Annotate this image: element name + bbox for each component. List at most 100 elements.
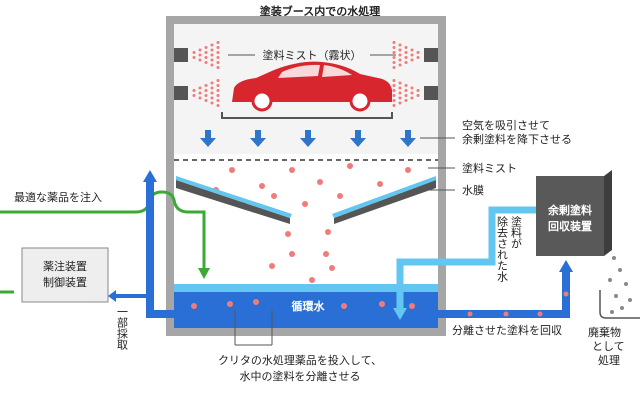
left-sloped-plate bbox=[176, 176, 292, 224]
tank-dot bbox=[227, 301, 233, 307]
falling-mist-dot bbox=[337, 193, 343, 199]
tank-dot bbox=[409, 303, 415, 309]
tank-dot bbox=[379, 301, 385, 307]
spray-dot bbox=[404, 61, 408, 64]
tank-dot bbox=[191, 303, 197, 309]
spray-dot bbox=[204, 56, 208, 59]
spray-dot bbox=[392, 46, 396, 49]
spray-dot bbox=[392, 51, 396, 54]
tank-paint-dots bbox=[191, 299, 415, 309]
waste-dot bbox=[608, 278, 612, 282]
spray-dot bbox=[410, 48, 414, 52]
spray-dot bbox=[210, 86, 214, 90]
spray-dot bbox=[398, 53, 402, 57]
label-partial-sample: 一部採取 bbox=[116, 306, 129, 351]
spray-dot bbox=[404, 51, 408, 54]
pipe-paint-dots bbox=[467, 291, 569, 317]
label-controller-2: 制御装置 bbox=[43, 275, 87, 289]
spray-dot bbox=[198, 53, 202, 57]
tank-dot bbox=[253, 299, 259, 305]
spray-dot bbox=[410, 86, 414, 90]
pipe-dot bbox=[537, 311, 543, 317]
spray-dot bbox=[216, 61, 220, 64]
spray-dot bbox=[216, 84, 220, 87]
spray-dot bbox=[216, 41, 220, 44]
pipe-dot bbox=[467, 311, 473, 317]
spray-dot bbox=[204, 94, 208, 97]
pipe-dot bbox=[503, 311, 509, 317]
falling-mist-dot bbox=[229, 167, 235, 173]
tank-dot bbox=[341, 303, 347, 309]
spray-nozzle-left-bottom bbox=[174, 86, 188, 100]
falling-mist-dot bbox=[271, 193, 277, 199]
spray-dot bbox=[410, 91, 414, 95]
spray-nozzle-right-bottom bbox=[424, 86, 438, 100]
spray-dot bbox=[416, 56, 420, 59]
waste-dot bbox=[624, 282, 628, 286]
air-down-arrows bbox=[200, 130, 416, 147]
paint-recovery-device bbox=[536, 176, 604, 256]
spray-dot bbox=[398, 96, 402, 100]
spray-dot bbox=[410, 58, 414, 62]
spray-dot bbox=[392, 89, 396, 92]
spray-dot bbox=[210, 48, 214, 52]
label-paint-mist: 塗料ミスト bbox=[462, 161, 517, 175]
conveyor-bar bbox=[221, 112, 393, 119]
separated-paint-pipe bbox=[438, 268, 570, 318]
waste-container bbox=[599, 290, 640, 319]
spray-dot bbox=[398, 86, 402, 90]
spray-dot bbox=[210, 81, 214, 85]
falling-mist-dot bbox=[309, 277, 315, 283]
spray-dot bbox=[216, 89, 220, 92]
falling-mist-dot bbox=[285, 231, 291, 237]
diagram-title: 塗装ブース内での水処理 bbox=[260, 4, 380, 18]
label-controller-1: 薬注装置 bbox=[43, 259, 87, 273]
falling-mist-dot bbox=[289, 251, 295, 257]
label-kurita-chemical-2: 水中の塗料を分離させる bbox=[240, 369, 361, 383]
spray-dot bbox=[210, 96, 214, 100]
falling-mist-dot bbox=[289, 167, 295, 173]
spray-dot bbox=[210, 91, 214, 95]
falling-mist-dot bbox=[259, 183, 265, 189]
spray-dot bbox=[210, 101, 214, 105]
spray-dot bbox=[216, 66, 220, 69]
spray-dot bbox=[216, 79, 220, 82]
spray-dot bbox=[392, 79, 396, 82]
spray-dot bbox=[404, 46, 408, 49]
spray-dot bbox=[216, 104, 220, 107]
label-waste-3: 処理 bbox=[598, 354, 620, 367]
spray-dot bbox=[192, 51, 196, 54]
spray-dot bbox=[204, 51, 208, 54]
label-water-film: 水膜 bbox=[462, 184, 484, 197]
pipe-dot bbox=[563, 291, 569, 297]
falling-mist-dot bbox=[323, 251, 329, 257]
spray-dot bbox=[398, 48, 402, 52]
spray-dot bbox=[216, 56, 220, 59]
car-icon bbox=[232, 61, 392, 112]
spray-dot bbox=[204, 61, 208, 64]
spray-dot bbox=[392, 104, 396, 107]
spray-dot bbox=[392, 99, 396, 102]
spray-dot bbox=[192, 94, 196, 97]
spray-nozzle-right-top bbox=[424, 48, 438, 62]
spray-dot bbox=[398, 81, 402, 85]
label-circulation-water: 循環水 bbox=[292, 299, 326, 313]
spray-dot bbox=[210, 63, 214, 67]
spray-dot bbox=[210, 53, 214, 57]
spray-dot bbox=[204, 84, 208, 87]
label-optimal-chemical: 最適な薬品を注入 bbox=[14, 190, 102, 204]
spray-dot bbox=[204, 46, 208, 49]
falling-mist-dot bbox=[377, 181, 383, 187]
spray-dot bbox=[198, 96, 202, 100]
spray-dot bbox=[210, 43, 214, 47]
spray-dot bbox=[410, 53, 414, 57]
spray-dot bbox=[404, 84, 408, 87]
spray-dot bbox=[192, 56, 196, 59]
label-recovery-2: 回収装置 bbox=[548, 219, 592, 233]
chemical-dosing-controller bbox=[21, 247, 109, 303]
label-waste-2: として bbox=[592, 340, 625, 353]
spray-dot bbox=[392, 84, 396, 87]
spray-dot bbox=[410, 96, 414, 100]
spray-dot bbox=[398, 101, 402, 105]
